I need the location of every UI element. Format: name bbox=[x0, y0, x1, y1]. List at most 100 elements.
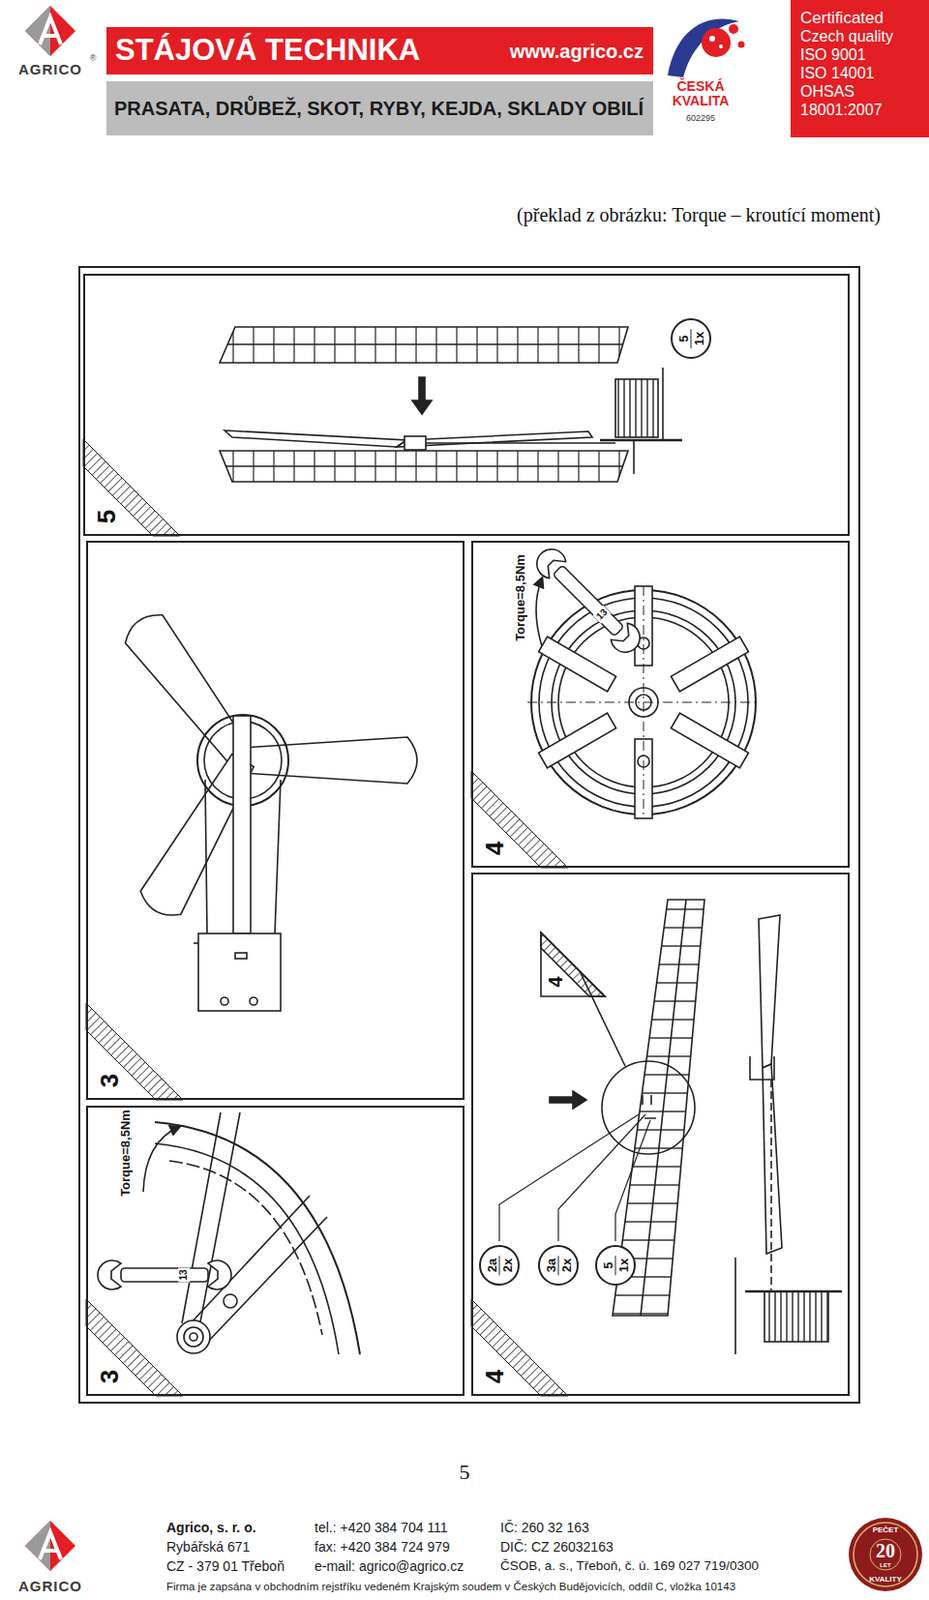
guard-detail-step3-part bbox=[143, 1127, 180, 1193]
fan-side-view-step4-part bbox=[540, 932, 605, 997]
callout-number: 3a bbox=[543, 1256, 559, 1276]
step-number: 3 bbox=[96, 1074, 122, 1088]
contact-line: tel.: +420 384 704 111 bbox=[314, 1520, 449, 1536]
guard-detail-step3 bbox=[97, 1112, 360, 1355]
certification-text: ISO 9001 bbox=[800, 45, 920, 64]
callout-number: 5 bbox=[676, 329, 691, 349]
ceska-kvalita-logo bbox=[667, 18, 746, 78]
fan-side-view-step4 bbox=[499, 899, 842, 1355]
fan-guard-top-view-part-part bbox=[670, 636, 749, 692]
page-number: 5 bbox=[459, 1460, 471, 1485]
guard-detail-step3-part bbox=[169, 1161, 323, 1336]
fan-side-view-step4-part bbox=[540, 932, 605, 997]
fan-top-view-step3-part bbox=[249, 997, 258, 1006]
step-number: 4 bbox=[481, 1370, 508, 1384]
ceska-kvalita-logo-part bbox=[738, 41, 746, 49]
callout-circle: 2a2x bbox=[479, 1245, 520, 1287]
fan-side-view-step4-part bbox=[580, 973, 626, 1067]
step-number: 5 bbox=[93, 509, 120, 524]
fan-side-view-step4-part bbox=[770, 1079, 773, 1292]
fan-side-view-step4-part bbox=[549, 1091, 587, 1109]
guard-detail-step3-part-part-part bbox=[97, 1260, 121, 1290]
step-panel: 3 bbox=[86, 1106, 465, 1397]
guard-detail-step3-part-part bbox=[189, 1333, 198, 1342]
quality-seal-part bbox=[853, 1523, 918, 1588]
certification-text: OHSAS bbox=[800, 82, 920, 101]
fan-assembly-step5-part bbox=[225, 465, 624, 468]
ceska-kvalita-logo-part bbox=[719, 44, 723, 49]
fan-assembly-step5-part bbox=[224, 430, 407, 448]
certification-text: Certificated bbox=[800, 8, 920, 28]
fan-side-view-step4-part bbox=[601, 1061, 695, 1155]
step-corner-hatch-part bbox=[83, 439, 180, 537]
fan-side-view-step4-part bbox=[499, 1114, 651, 1242]
callout-number: 1x bbox=[615, 1256, 631, 1276]
fan-assembly-step5-part bbox=[599, 439, 683, 442]
guard-detail-step3-part-part bbox=[97, 1260, 232, 1290]
contact-line: e-mail: agrico@agrico.cz bbox=[314, 1558, 464, 1575]
guard-detail-step3-part-part-part bbox=[120, 1268, 209, 1283]
company-id: IČ: 260 32 163 bbox=[500, 1520, 590, 1536]
fan-assembly-step5-part bbox=[219, 327, 629, 363]
step-panel: 551x bbox=[83, 273, 850, 537]
fan-guard-top-view-part bbox=[527, 586, 760, 819]
logo-text: AGRICO bbox=[18, 60, 83, 78]
fan-top-view-step3-part bbox=[233, 716, 251, 934]
fan-top-view-step3 bbox=[119, 607, 418, 1012]
fan-side-view-step4-part bbox=[734, 1258, 737, 1355]
fan-top-view-step3-part bbox=[242, 737, 418, 784]
fan-guard-top-view-part-part-part bbox=[670, 713, 749, 769]
fan-assembly-step5-part bbox=[227, 343, 624, 346]
step-panel: 4 bbox=[471, 540, 850, 869]
callout-number: 2x bbox=[499, 1256, 515, 1276]
step-corner-hatch bbox=[83, 439, 569, 1397]
guard-detail-step3-part bbox=[97, 1260, 232, 1354]
seal-text: KVALITY bbox=[869, 1575, 902, 1585]
fan-assembly-step5-part bbox=[404, 436, 426, 450]
fan-side-view-step4-part bbox=[758, 915, 780, 1069]
quality-seal-part bbox=[848, 1518, 923, 1592]
fan-guard-top-view-part-part-part bbox=[670, 636, 749, 692]
fan-guard-top-view-part-part bbox=[670, 713, 749, 769]
step-number: 3 bbox=[96, 1370, 122, 1384]
ceska-kvalita-logo-part bbox=[701, 28, 731, 58]
fan-side-view-step4-part bbox=[640, 899, 687, 1317]
callout-circle: 51x bbox=[595, 1245, 636, 1287]
fan-guard-top-view bbox=[527, 543, 760, 819]
ceska-kvalita-logo-part bbox=[667, 18, 740, 78]
seal-number: 20 bbox=[875, 1540, 896, 1563]
fan-top-view-step3-part bbox=[193, 942, 199, 945]
step-corner-hatch-part bbox=[471, 1299, 569, 1397]
guard-detail-step3-part bbox=[223, 1294, 238, 1309]
translation-note: (překlad z obrázku: Torque – kroutící mo… bbox=[516, 204, 881, 227]
fan-side-view-step4-part bbox=[762, 1064, 782, 1255]
fan-assembly-step5-part bbox=[615, 379, 659, 438]
seal-text: LET bbox=[879, 1562, 891, 1570]
torque-note: Torque=8,5Nm bbox=[119, 1109, 134, 1198]
fan-assembly-step5-part bbox=[425, 442, 616, 445]
banner-text: STÁJOVÁ TECHNIKA bbox=[115, 32, 420, 68]
fan-side-view-step4-part bbox=[745, 1290, 842, 1293]
address-line: Rybářská 671 bbox=[166, 1539, 250, 1556]
company-id: DIČ: CZ 26032163 bbox=[500, 1539, 614, 1556]
step-corner-hatch-part bbox=[86, 1299, 183, 1397]
fan-assembly-step5-part bbox=[412, 377, 432, 415]
certification-text: 18001:2007 bbox=[800, 100, 920, 120]
fan-assembly-step5 bbox=[219, 327, 683, 482]
figure-frame bbox=[79, 267, 860, 1404]
header-subbanner: PRASATA, DRŮBEŽ, SKOT, RYBY, KEJDA, SKLA… bbox=[106, 81, 654, 136]
fan-top-view-step3-part bbox=[220, 997, 229, 1006]
seal-text: PEČET bbox=[872, 1526, 900, 1535]
guard-detail-step3-part bbox=[181, 1112, 240, 1328]
step-reference: 4 bbox=[544, 976, 568, 988]
logo-number: 602295 bbox=[686, 113, 716, 123]
registry-note: Firma je zapsána v obchodním rejstříku v… bbox=[166, 1581, 736, 1594]
contact-line: fax: +420 384 724 979 bbox=[314, 1539, 450, 1556]
fan-assembly-step5-part bbox=[632, 440, 635, 475]
address-line: CZ - 379 01 Třeboň bbox=[166, 1558, 285, 1575]
step-corner-hatch-part bbox=[86, 1003, 183, 1101]
fan-guard-top-view-part bbox=[531, 543, 647, 660]
fan-guard-top-view-part-part bbox=[539, 713, 617, 769]
callout-content: 2a2x bbox=[484, 1256, 515, 1276]
